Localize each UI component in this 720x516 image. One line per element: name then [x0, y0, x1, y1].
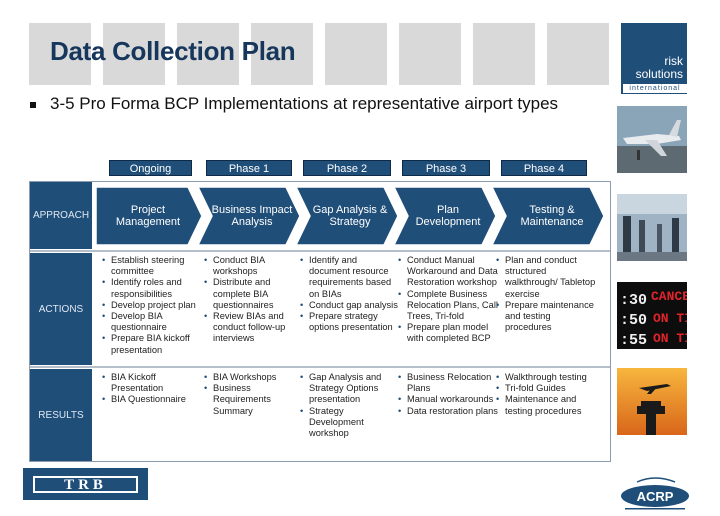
terminal-photo	[617, 194, 687, 261]
jet-photo	[617, 106, 687, 173]
approach-label: Project Management	[115, 204, 181, 228]
chevron-plan-development	[392, 186, 497, 246]
acrp-logo: ACRP	[617, 476, 692, 511]
row-label-results: RESULTS	[30, 369, 92, 461]
svg-text::55: :55	[620, 332, 647, 349]
header-tile	[29, 23, 91, 85]
bullet-text: 3-5 Pro Forma BCP Implementations at rep…	[50, 94, 559, 113]
header-tile	[547, 23, 609, 85]
list-item: Review BIAs and conduct follow-up interv…	[204, 311, 296, 345]
list-item: BIA Kickoff Presentation	[102, 372, 202, 394]
approach-label: Testing & Maintenance	[520, 204, 584, 228]
list-item: Maintenance and testing procedures	[496, 394, 596, 416]
list-item: Tri-fold Guides	[496, 383, 596, 394]
actions-column: Plan and conduct structured walkthrough/…	[496, 255, 596, 333]
departure-board-photo: :30 CANCEL :50 ON TI :55 ON TI	[617, 282, 687, 349]
list-item: Prepare plan model with completed BCP	[398, 322, 498, 344]
header-tile	[473, 23, 535, 85]
logo-line-1: risk	[664, 54, 683, 68]
results-column: Business Relocation Plans Manual workaro…	[398, 372, 498, 417]
acrp-logo-text: ACRP	[637, 489, 674, 504]
approach-label: Business Impact Analysis	[211, 204, 293, 228]
list-item: Business Relocation Plans	[398, 372, 498, 394]
control-tower-photo	[617, 368, 687, 435]
phase-tab-1: Phase 1	[206, 160, 292, 176]
list-item: Business Requirements Summary	[204, 383, 296, 417]
header-tile	[325, 23, 387, 85]
trb-logo: TRB	[23, 468, 148, 500]
list-item: Prepare strategy options presentation	[300, 311, 398, 333]
list-item: Identify and document resource requireme…	[300, 255, 398, 300]
header-tile	[399, 23, 461, 85]
bullet-square-icon	[30, 102, 36, 108]
row-label-actions: ACTIONS	[30, 253, 92, 365]
svg-text::30: :30	[620, 292, 647, 309]
results-column: Walkthrough testing Tri-fold Guides Main…	[496, 372, 596, 417]
actions-column: Identify and document resource requireme…	[300, 255, 398, 333]
list-item: Gap Analysis and Strategy Options presen…	[300, 372, 394, 406]
approach-label: Plan Development	[415, 204, 481, 228]
header-tile	[177, 23, 239, 85]
list-item: Conduct Manual Workaround and Data Resto…	[398, 255, 498, 289]
risk-solutions-logo: risk solutions international	[621, 23, 687, 94]
trb-logo-text: TRB	[33, 476, 138, 493]
row-label-approach: APPROACH	[30, 182, 92, 249]
actions-column: Conduct Manual Workaround and Data Resto…	[398, 255, 498, 345]
results-column: BIA Kickoff Presentation BIA Questionnai…	[102, 372, 202, 406]
list-item: Develop BIA questionnaire	[102, 311, 206, 333]
chevron-testing-maintenance	[490, 186, 605, 246]
list-item: Prepare maintenance and testing procedur…	[496, 300, 596, 334]
results-column: Gap Analysis and Strategy Options presen…	[300, 372, 394, 439]
phase-tab-2: Phase 2	[303, 160, 391, 176]
svg-text:ON TI: ON TI	[653, 311, 687, 326]
slide-title: Data Collection Plan	[50, 36, 296, 66]
header-tile	[103, 23, 165, 85]
results-column: BIA Workshops Business Requirements Summ…	[204, 372, 296, 417]
svg-text:ON TI: ON TI	[653, 331, 687, 346]
list-item: BIA Workshops	[204, 372, 296, 383]
list-item: Prepare BIA kickoff presentation	[102, 333, 206, 355]
chevron-business-impact-analysis	[196, 186, 301, 246]
logo-line-3: international	[623, 84, 687, 93]
actions-column: Establish steering committee Identify ro…	[102, 255, 206, 356]
list-item: Strategy Development workshop	[300, 406, 394, 440]
list-item: Plan and conduct structured walkthrough/…	[496, 255, 596, 300]
list-item: Conduct BIA workshops	[204, 255, 296, 277]
approach-chevrons	[95, 186, 605, 246]
list-item: Distribute and complete BIA questionnair…	[204, 277, 296, 311]
row-divider	[30, 366, 610, 368]
list-item: Data restoration plans	[398, 406, 498, 417]
actions-column: Conduct BIA workshops Distribute and com…	[204, 255, 296, 345]
approach-label: Gap Analysis & Strategy	[312, 204, 388, 228]
list-item: Identify roles and responsibilities	[102, 277, 206, 299]
list-item: BIA Questionnaire	[102, 394, 202, 405]
list-item: Conduct gap analysis	[300, 300, 398, 311]
plan-grid: APPROACH ACTIONS RESULTS Project Managem…	[29, 181, 611, 462]
list-item: Walkthrough testing	[496, 372, 596, 383]
header-tile	[251, 23, 313, 85]
bullet-point: 3-5 Pro Forma BCP Implementations at rep…	[30, 93, 590, 115]
chevron-project-management	[95, 186, 203, 246]
phase-tab-ongoing: Ongoing	[109, 160, 192, 176]
svg-text:CANCEL: CANCEL	[651, 289, 687, 304]
list-item: Complete Business Relocation Plans, Call…	[398, 289, 498, 323]
logo-line-2: solutions	[635, 67, 683, 81]
list-item: Manual workarounds	[398, 394, 498, 405]
list-item: Establish steering committee	[102, 255, 206, 277]
phase-tab-4: Phase 4	[501, 160, 587, 176]
list-item: Develop project plan	[102, 300, 206, 311]
chevron-gap-analysis	[294, 186, 399, 246]
row-divider	[30, 250, 610, 252]
phase-tab-3: Phase 3	[402, 160, 490, 176]
svg-text::50: :50	[620, 312, 647, 329]
